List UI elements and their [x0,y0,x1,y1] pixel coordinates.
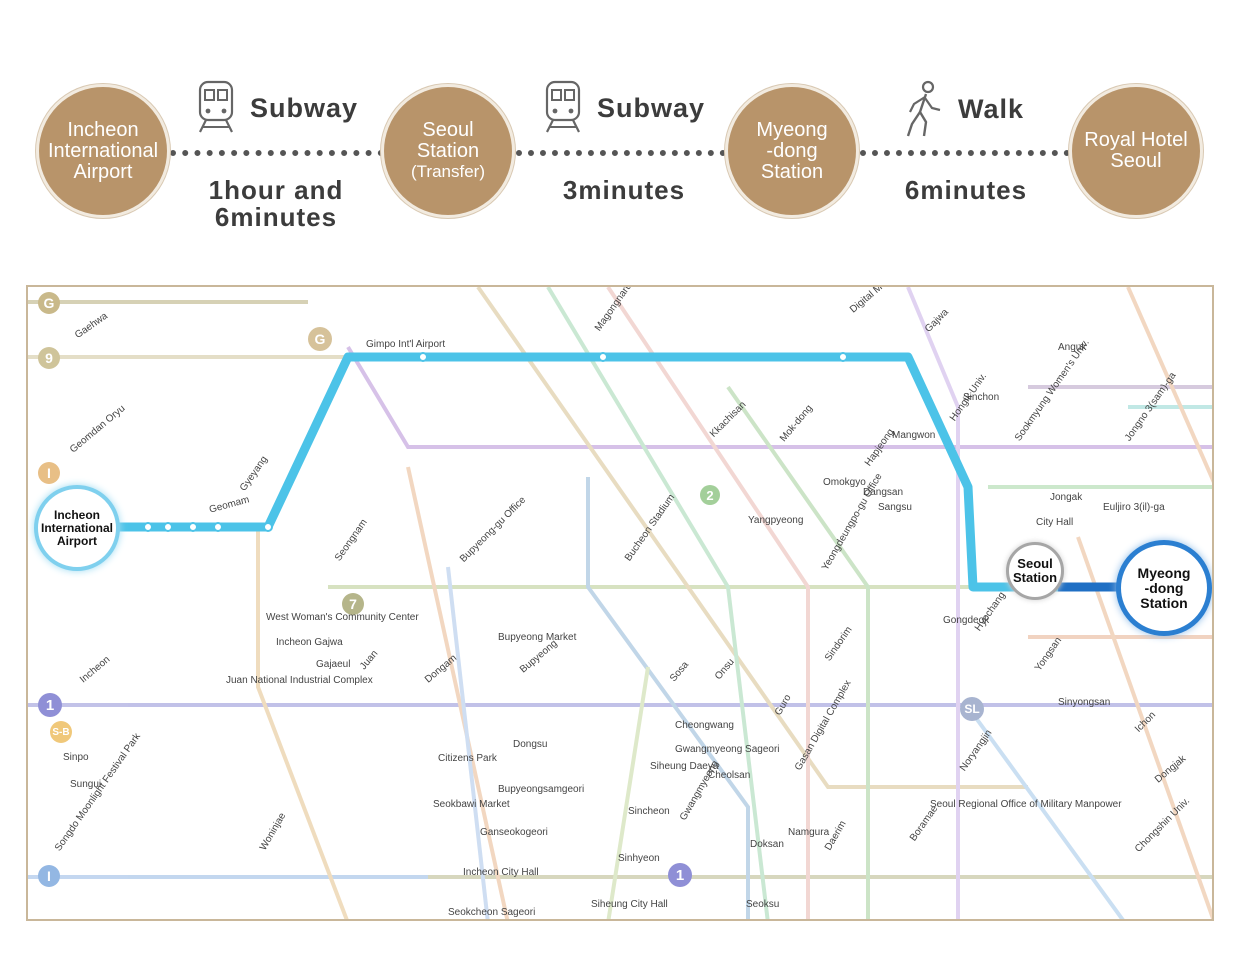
station-label: City Hall [1036,517,1074,528]
station-label: West Woman's Community Center [266,612,419,623]
route-leg-mode-label: Subway [597,92,706,123]
station-label: Siheung City Hall [591,899,668,910]
line-badge: S-B [50,721,72,743]
station-label: Gwangmyeong Sageori [675,744,780,755]
station-label: Yangpyeong [748,515,804,526]
station-label: Citizens Park [438,753,497,764]
station-label: Seokcheon Sageori [448,907,536,918]
route-node-label: Incheon International Airport [47,118,159,183]
map-destination-station: Myeong -dong Station [1116,540,1212,636]
route-summary: Incheon International Airport Seoul Stat… [0,0,1241,250]
route-node-label: Seoul Station [416,119,480,162]
line-badge: 7 [342,593,364,615]
station-label: Seoksu [746,899,780,910]
line-badge: I [38,865,60,887]
station-label: Siheung Daeya [650,761,719,772]
route-leg-duration: 6minutes [904,175,1028,205]
station-label: Mangwon [892,430,936,441]
station-label: Cheongwang [675,720,734,731]
station-label: Sinyongsan [1058,697,1111,708]
station-label: Juan National Industrial Complex [226,675,373,686]
line-badge: G [308,327,332,351]
station-label: Incheon City Hall [463,867,539,878]
station-label: Gajaeul [316,659,351,670]
station-label: Dongsu [513,739,548,750]
route-leg-mode-label: Walk [958,93,1025,124]
station-label: Bupyeongsamgeori [498,784,585,795]
station-label: Sangsu [878,502,912,513]
subway-map: G 9 I 1 2 7 SL I G 1 S-B Gimpo Int'l Air… [26,285,1214,921]
subway-map-lines [28,287,1212,919]
route-leg-duration: 1hour and 6minutes [208,175,344,232]
line-badge: 1 [38,693,62,717]
subway-train-icon [545,80,581,133]
map-start-station: Incheon International Airport [34,485,120,571]
station-label: Jongak [1050,492,1083,503]
station-label: Omokgyo [823,477,866,488]
route-connector [516,150,726,156]
line-badge: G [38,292,60,314]
map-transfer-station: Seoul Station [1006,542,1064,600]
station-label: Euljiro 3(il)-ga [1103,502,1165,513]
station-label: Seoul Regional Office of Military Manpow… [930,799,1122,810]
route-node-label: Myeong -dong Station [756,118,828,183]
station-label: Sinchon [963,392,1000,403]
route-node-myeongdong-station: Myeong -dong Station [725,84,859,218]
station-label: Dangsan [863,487,904,498]
subway-train-icon [198,80,234,133]
station-label: Sincheon [628,806,670,817]
line-badge: SL [960,697,984,721]
walking-person-icon [906,80,941,137]
route-leg-mode-label: Subway [250,92,359,123]
route-node-sublabel: (Transfer) [411,162,485,181]
station-label: Sinpo [63,752,89,763]
route-node-label: Royal Hotel Seoul [1084,129,1188,172]
station-label: Gongdeok [943,615,990,626]
route-connector [860,150,1070,156]
route-connector [170,150,384,156]
station-label: Sinhyeon [618,853,660,864]
line-badge: 1 [668,863,692,887]
highlighted-route-line [78,352,1118,592]
station-label: Incheon Gajwa [276,637,343,648]
station-label: Cheolsan [708,770,751,781]
station-label: Ganseokogeori [480,827,548,838]
route-node-royal-hotel: Royal Hotel Seoul [1069,84,1203,218]
line-badge: I [38,462,60,484]
route-leg-mode: Subway [543,80,705,136]
route-leg-mode: Subway [196,80,358,136]
line-badge: 2 [700,485,720,505]
station-label: Anguk [1058,342,1087,353]
route-leg-duration: 3minutes [562,175,686,205]
station-label: Doksan [750,839,784,850]
station-label: Gimpo Int'l Airport [366,339,446,350]
station-label: Seokbawi Market [433,799,510,810]
station-label: Namgura [788,827,830,838]
route-node-seoul-station: Seoul Station (Transfer) [381,84,515,218]
route-leg-mode: Walk [904,80,1024,138]
line-badge: 9 [38,347,60,369]
station-label: Bupyeong Market [498,632,577,643]
route-node-incheon-airport: Incheon International Airport [36,84,170,218]
station-label: Sungui [70,779,102,790]
